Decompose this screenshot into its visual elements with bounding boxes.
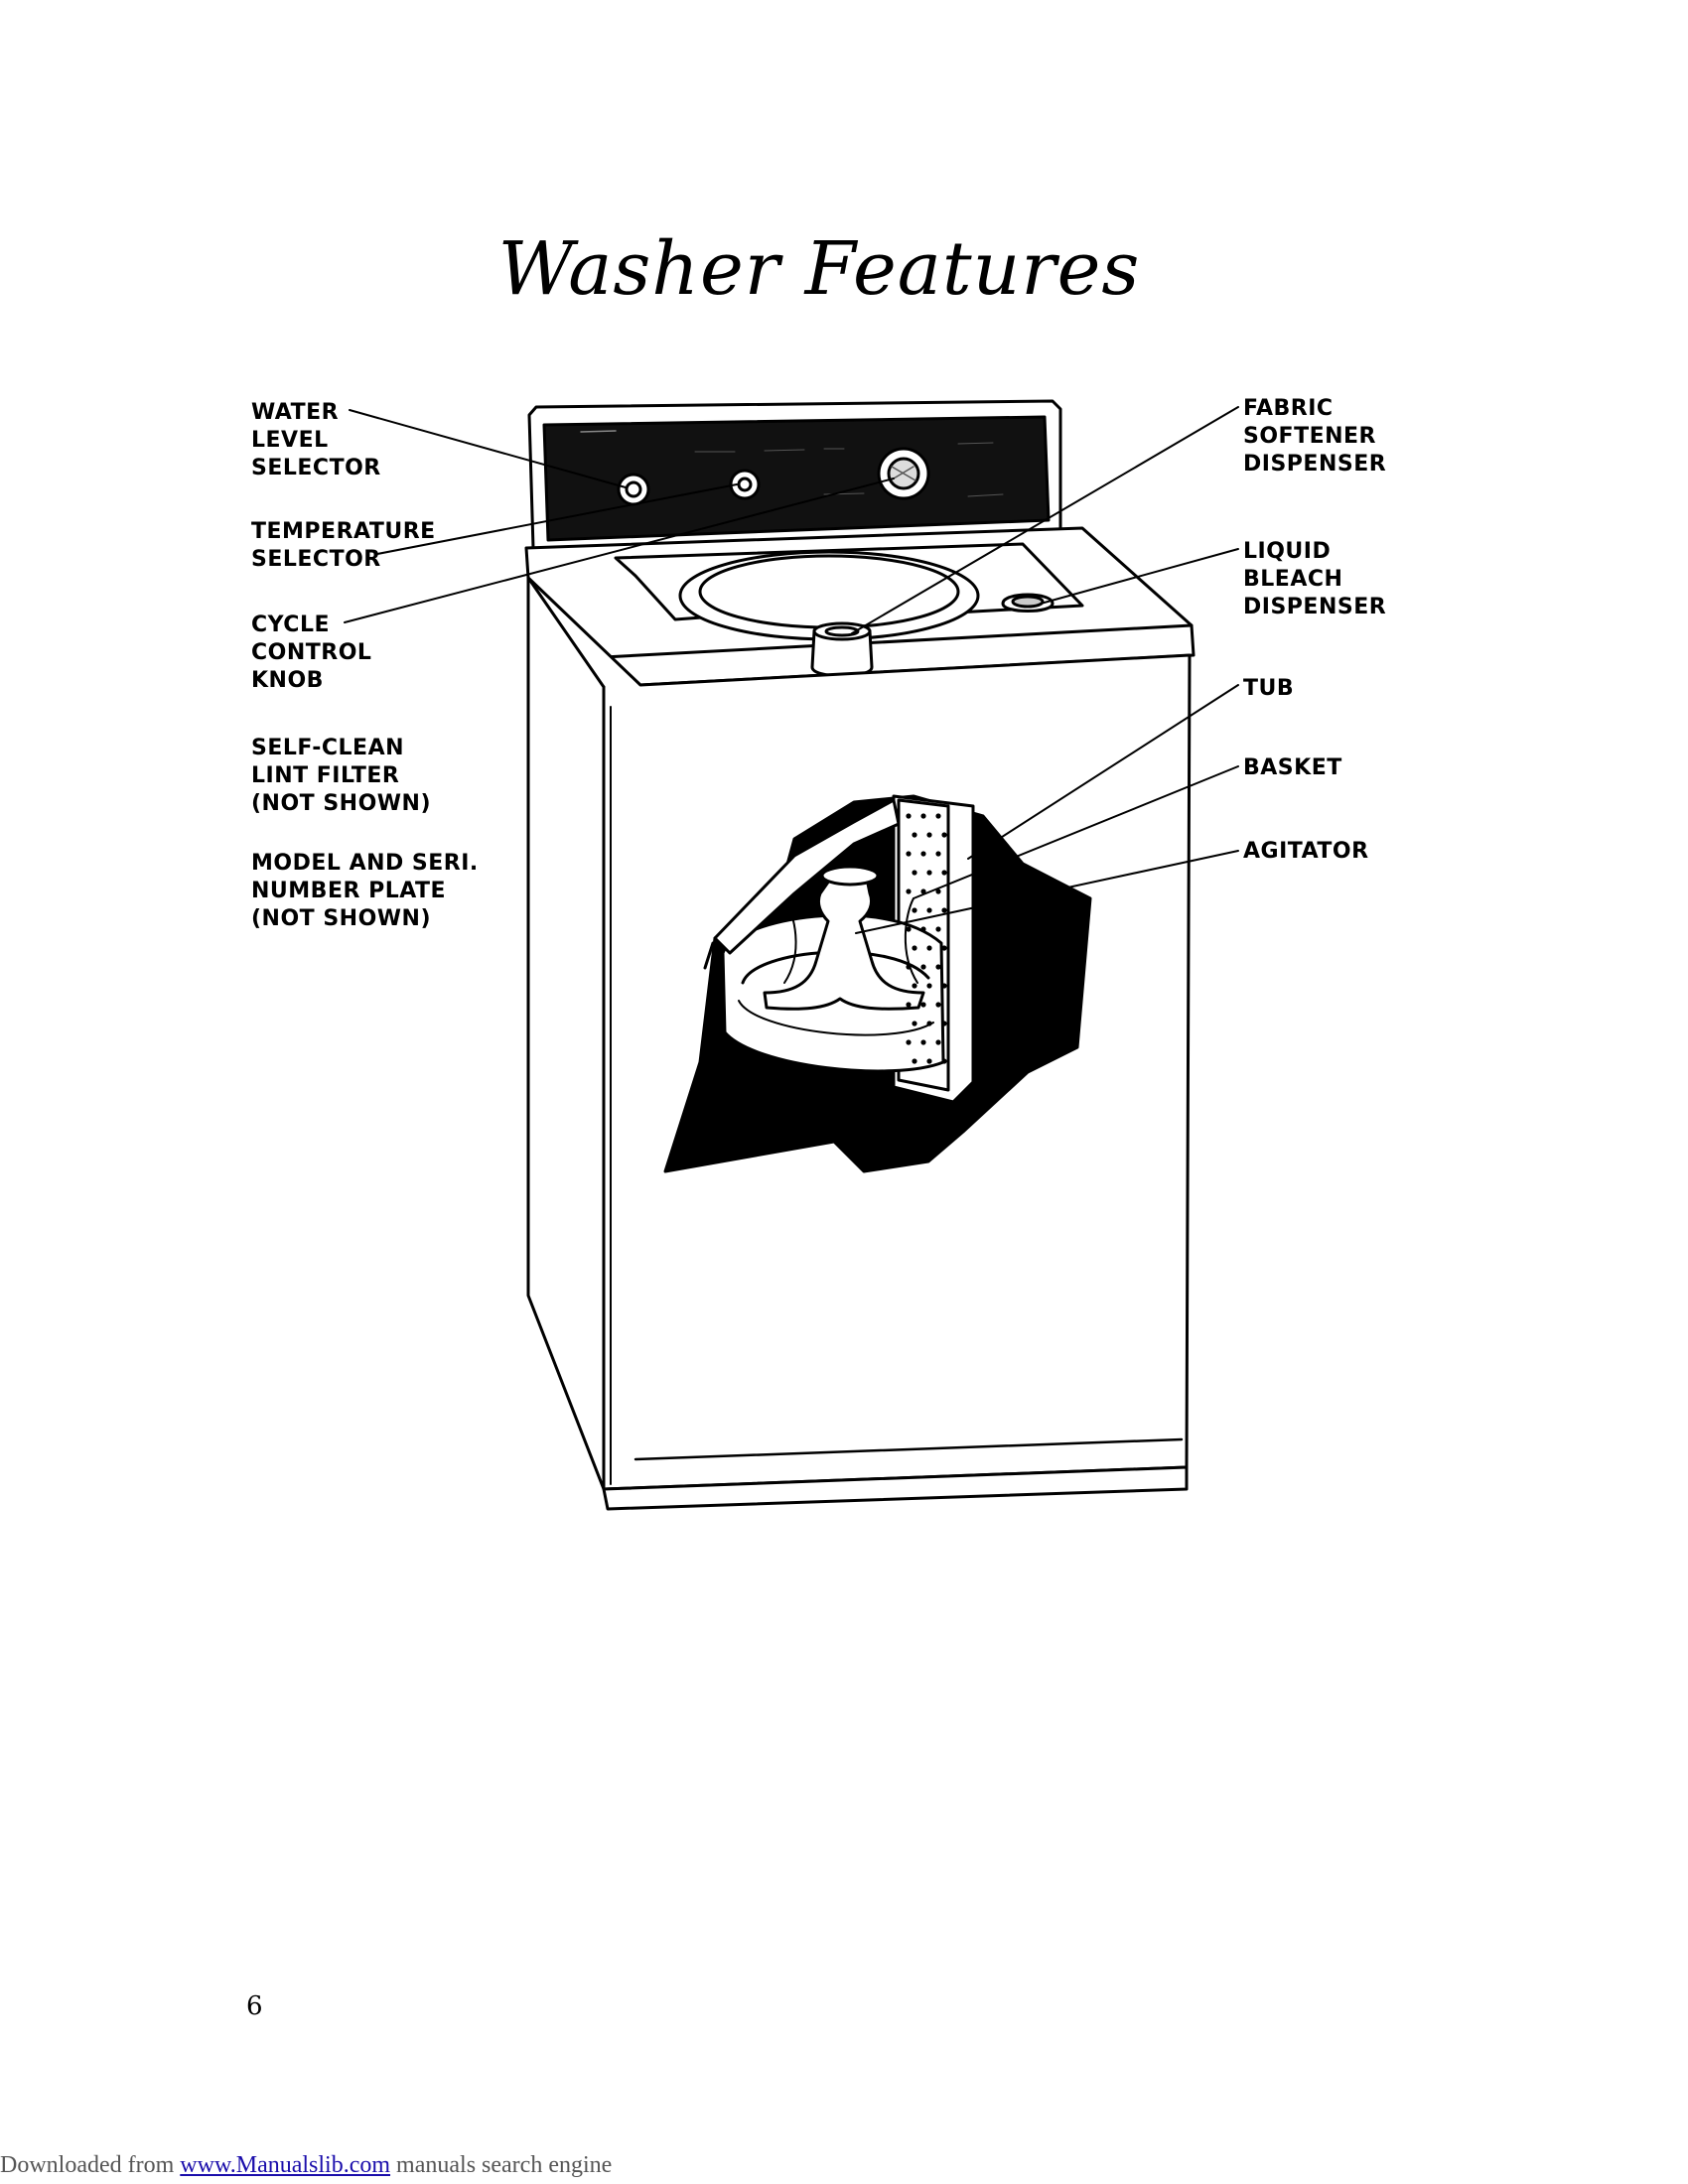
footer-suffix: manuals search engine <box>390 2152 613 2178</box>
label-line: SOFTENER <box>1243 424 1376 449</box>
perforation-dot <box>912 907 917 913</box>
page-number: 6 <box>246 1991 263 2021</box>
perforation-dot <box>912 983 917 989</box>
label-line: CYCLE <box>251 613 330 637</box>
label-line: LIQUID <box>1243 539 1332 564</box>
label-line: SELF-CLEAN <box>251 736 405 760</box>
perforation-dot <box>926 1021 932 1026</box>
leader-agitator <box>855 850 1239 934</box>
perforation-dot <box>935 851 941 857</box>
footer: Downloaded from www.Manualslib.com manua… <box>0 2152 612 2179</box>
label-temperature-selector: TEMPERATURE SELECTOR <box>251 518 436 574</box>
label-self-clean-lint-filter: SELF-CLEAN LINT FILTER (NOT SHOWN) <box>251 735 431 818</box>
label-line: SELECTOR <box>251 547 381 572</box>
perforation-dot <box>935 888 941 894</box>
perforation-dot <box>935 926 941 932</box>
leader-tub <box>967 684 1239 860</box>
perforation-dot <box>912 870 917 876</box>
label-fabric-softener-dispenser: FABRIC SOFTENER DISPENSER <box>1243 395 1386 478</box>
label-line: WATER <box>251 400 340 425</box>
perforation-dot <box>906 851 912 857</box>
perforation-dot <box>941 983 947 989</box>
label-line: MODEL AND SERI. <box>251 851 479 876</box>
perforation-dot <box>926 945 932 951</box>
perforation-dot <box>920 851 926 857</box>
label-cycle-control-knob: CYCLE CONTROL KNOB <box>251 612 371 695</box>
perforation-dot <box>935 1002 941 1008</box>
label-line: DISPENSER <box>1243 595 1387 619</box>
perforation-dot <box>920 888 926 894</box>
perforation-dot <box>906 1002 912 1008</box>
washer-top-deck <box>524 526 1196 689</box>
leader-bleach <box>1040 548 1239 605</box>
perforation-dot <box>941 1021 947 1026</box>
label-line: (NOT SHOWN) <box>251 906 432 931</box>
perforation-dot <box>906 888 912 894</box>
perforation-dot <box>906 964 912 970</box>
leader-temperature <box>376 483 738 555</box>
leader-fabric <box>851 406 1239 634</box>
cycle-control-knob <box>877 447 930 500</box>
perforation-dot <box>912 1058 917 1064</box>
perforation-dot <box>941 870 947 876</box>
label-line: (NOT SHOWN) <box>251 791 432 816</box>
label-model-serial-plate: MODEL AND SERI. NUMBER PLATE (NOT SHOWN) <box>251 850 479 933</box>
manualslib-link[interactable]: www.Manualslib.com <box>180 2152 391 2178</box>
perforation-dot <box>920 926 926 932</box>
label-line: SELECTOR <box>251 456 381 480</box>
label-basket: BASKET <box>1243 754 1342 782</box>
perforation-dot <box>926 832 932 838</box>
label-line: TUB <box>1243 676 1295 701</box>
label-liquid-bleach-dispenser: LIQUID BLEACH DISPENSER <box>1243 538 1386 621</box>
label-tub: TUB <box>1243 675 1294 703</box>
label-water-level-selector: WATER LEVEL SELECTOR <box>251 399 381 482</box>
label-line: NUMBER PLATE <box>251 879 447 903</box>
label-line: BLEACH <box>1243 567 1343 592</box>
perforation-dot <box>920 1039 926 1045</box>
perforation-dot <box>926 870 932 876</box>
perforation-dot <box>926 983 932 989</box>
perforation-dot <box>906 1039 912 1045</box>
perforation-dot <box>926 907 932 913</box>
leader-basket <box>913 765 1239 899</box>
basket-perforations <box>906 813 947 1064</box>
perforation-dot <box>920 1002 926 1008</box>
perforation-dot <box>941 1058 947 1064</box>
label-line: TEMPERATURE <box>251 519 436 544</box>
perforation-dot <box>920 964 926 970</box>
perforation-dot <box>912 832 917 838</box>
perforation-dot <box>941 945 947 951</box>
perforation-dot <box>906 926 912 932</box>
temperature-knob <box>729 469 761 500</box>
perforation-dot <box>935 1039 941 1045</box>
footer-prefix: Downloaded from <box>0 2152 181 2178</box>
perforation-dot <box>941 907 947 913</box>
page-title: Washer Features <box>497 226 1141 312</box>
label-line: DISPENSER <box>1243 452 1387 477</box>
label-line: AGITATOR <box>1243 839 1369 864</box>
perforation-dot <box>912 1021 917 1026</box>
label-line: BASKET <box>1243 755 1342 780</box>
leader-cycle <box>344 478 895 623</box>
perforation-dot <box>906 813 912 819</box>
perforation-dot <box>935 964 941 970</box>
perforation-dot <box>926 1058 932 1064</box>
leader-lines <box>344 406 1239 934</box>
perforation-dot <box>912 945 917 951</box>
label-line: FABRIC <box>1243 396 1334 421</box>
perforation-dot <box>920 813 926 819</box>
perforation-dot <box>941 832 947 838</box>
label-line: CONTROL <box>251 640 372 665</box>
water-level-knob <box>617 473 650 506</box>
label-agitator: AGITATOR <box>1243 838 1369 866</box>
label-line: LEVEL <box>251 428 329 453</box>
label-line: KNOB <box>251 668 324 693</box>
label-line: LINT FILTER <box>251 763 400 788</box>
leader-water-level <box>349 409 627 488</box>
perforation-dot <box>935 813 941 819</box>
